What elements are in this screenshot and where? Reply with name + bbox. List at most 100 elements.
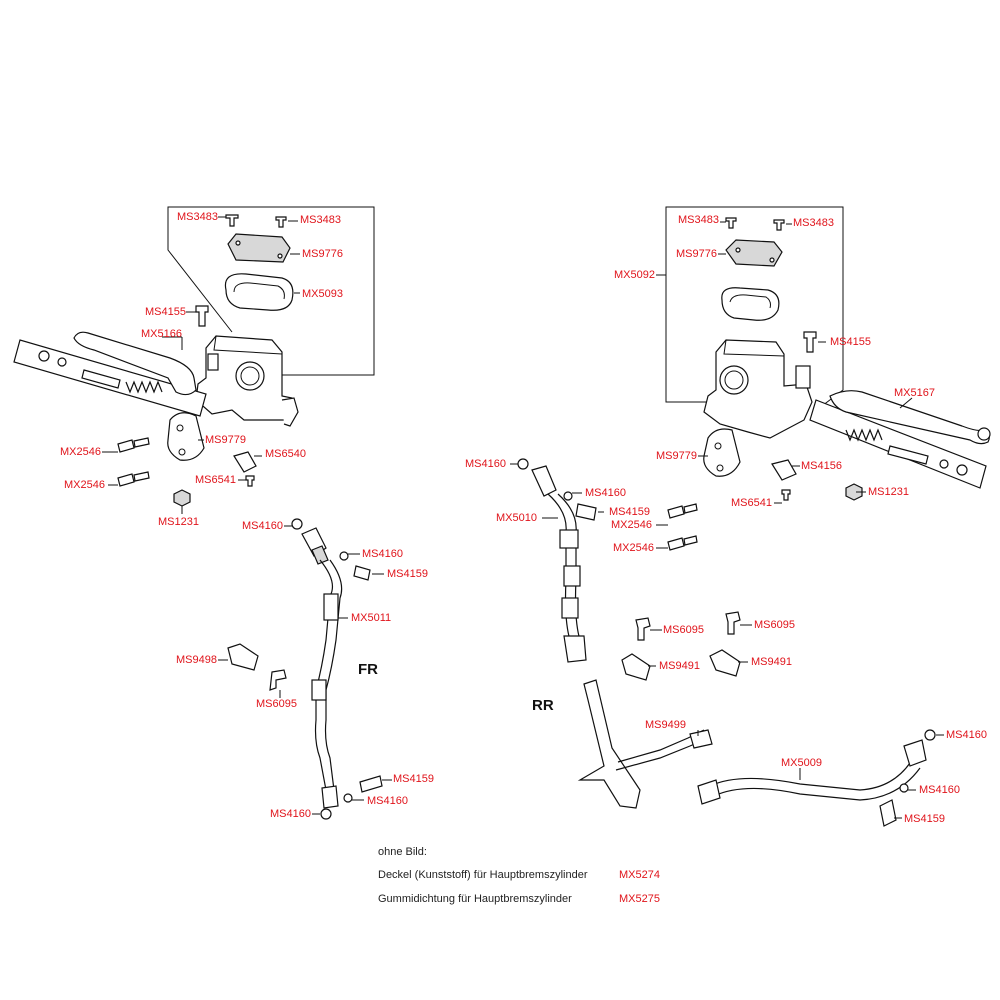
left-reservoir-cap-ms9776 [227,233,291,263]
right-bolt-ms6095-b [725,611,741,635]
part-label-mx5009: MX5009 [781,757,822,769]
right-screw-ms3483-a [725,217,737,229]
right-clip-ms9491-a [621,653,651,681]
right-banjo-upper [531,465,557,497]
left-screw-ms3483-b [275,216,287,228]
part-label-ms9498: MS9498 [176,654,217,666]
part-label-ms4160: MS4160 [367,795,408,807]
part-label-ms6095: MS6095 [663,624,704,636]
part-label-ms4159: MS4159 [387,568,428,580]
right-master-cylinder-body [703,339,813,439]
part-label-ms9491: MS9491 [751,656,792,668]
left-master-cylinder-banjo-port [281,397,299,427]
part-label-ms4160: MS4160 [946,729,987,741]
left-screw-ms6541 [245,475,255,487]
left-brake-hose-mx5011 [314,559,343,791]
left-reservoir-group-bracket [167,206,375,376]
part-label-ms4159: MS4159 [904,813,945,825]
part-label-mx2546: MX2546 [60,446,101,458]
part-label-mx2546: MX2546 [64,479,105,491]
note-part-code: MX5274 [619,869,660,881]
part-label-mx5167: MX5167 [894,387,935,399]
rear-circuit-label: RR [532,697,554,714]
right-screw-ms6541 [781,489,791,501]
part-label-ms4160: MS4160 [362,548,403,560]
part-label-ms3483: MS3483 [793,217,834,229]
left-bolt-mx2546-b [117,471,150,487]
part-label-mx5092: MX5092 [614,269,655,281]
left-diaphragm-mx5093 [224,273,294,311]
left-clamp-ms9779 [167,412,205,461]
right-bolt-mx2546-b [667,535,698,551]
right-pedal-link [577,679,641,809]
part-label-ms4160: MS4160 [242,520,283,532]
part-label-ms9776: MS9776 [676,248,717,260]
left-washer-ms4160-a [291,518,303,530]
right-bolt-ms4159-b [879,799,897,827]
left-washer-ms4160-d [343,793,353,803]
part-label-ms4155: MS4155 [830,336,871,348]
part-label-ms9499: MS9499 [645,719,686,731]
part-label-ms1231: MS1231 [158,516,199,528]
front-circuit-label: FR [358,661,378,678]
part-label-ms4155: MS4155 [145,306,186,318]
part-label-ms9491: MS9491 [659,660,700,672]
left-nut-ms1231 [173,489,191,507]
left-bolt-ms6095 [269,669,287,691]
part-label-ms4159: MS4159 [609,506,650,518]
right-bolt-ms4155 [803,331,817,353]
left-bolt-ms4159-a [353,565,371,581]
left-washer-ms4160-b [339,551,349,561]
right-washer-ms4160-a [517,458,529,470]
part-label-mx5166: MX5166 [141,328,182,340]
right-nut-ms1231 [845,483,863,501]
right-washer-ms4160-b [563,491,573,501]
part-label-ms4160: MS4160 [465,458,506,470]
right-bolt-mx2546-a [667,503,698,519]
part-label-ms9779: MS9779 [205,434,246,446]
part-label-ms6095: MS6095 [256,698,297,710]
part-label-ms4160: MS4160 [919,784,960,796]
part-label-ms4160: MS4160 [270,808,311,820]
note-description: Gummidichtung für Hauptbremszylinder [378,893,572,905]
part-label-mx5011: MX5011 [351,612,392,624]
left-bolt-ms4159-b [359,775,383,793]
leader-lines [102,216,944,819]
left-screw-ms3483-a [225,214,239,227]
part-label-ms6540: MS6540 [265,448,306,460]
part-label-ms4159: MS4159 [393,773,434,785]
notes-heading: ohne Bild: [378,846,427,858]
right-switch-ms4156 [771,459,797,481]
part-label-ms3483: MS3483 [678,214,719,226]
part-label-ms3483: MS3483 [300,214,341,226]
part-label-mx5093: MX5093 [302,288,343,300]
left-bolt-ms4155 [195,305,209,327]
left-washer-ms4160-c [320,808,332,820]
left-brake-lever-mx5166 [73,331,197,396]
part-label-ms1231: MS1231 [868,486,909,498]
right-clamp-ms9779 [703,428,741,477]
right-bolt-ms4159-a [575,503,597,521]
note-part-code: MX5275 [619,893,660,905]
note-description: Deckel (Kunststoff) für Hauptbremszylind… [378,869,588,881]
part-label-mx5010: MX5010 [496,512,537,524]
left-switch-ms6540 [233,451,257,473]
part-label-ms6541: MS6541 [195,474,236,486]
right-reservoir-cap-ms9776 [725,239,783,267]
right-clip-ms9491-b [709,649,741,677]
part-label-ms9776: MS9776 [302,248,343,260]
part-label-ms3483: MS3483 [177,211,218,223]
left-hose-clamp-ms9498 [227,643,259,671]
part-label-ms4160: MS4160 [585,487,626,499]
right-bolt-ms6095-a [635,617,651,641]
right-screw-ms3483-b [773,219,785,231]
part-label-mx2546: MX2546 [611,519,652,531]
right-washer-ms4160-c [924,729,936,741]
part-label-ms6095: MS6095 [754,619,795,631]
right-washer-ms4160-d [899,783,909,793]
part-label-mx2546: MX2546 [613,542,654,554]
part-label-ms4156: MS4156 [801,460,842,472]
part-label-ms9779: MS9779 [656,450,697,462]
part-label-ms6541: MS6541 [731,497,772,509]
